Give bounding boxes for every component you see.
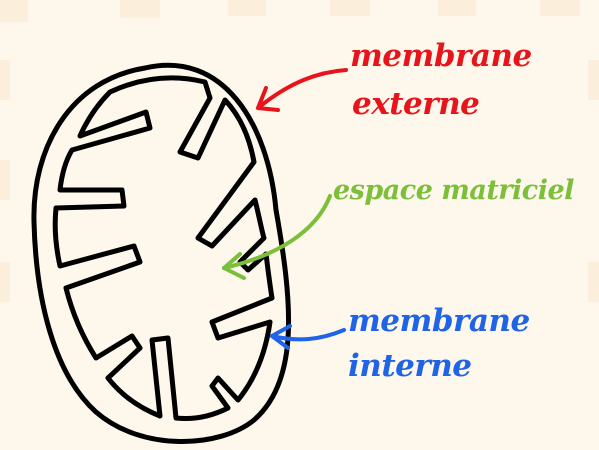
- outer-membrane-label-line1: membrane: [350, 40, 532, 73]
- outer-membrane-arrow: [258, 70, 346, 110]
- inner-membrane-label-line2: interne: [348, 350, 471, 383]
- inner-membrane-arrow: [272, 326, 344, 348]
- outer-membrane-label-line2: externe: [352, 88, 479, 121]
- inner-membrane-outline: [55, 78, 272, 419]
- matrix-space-label: espace matriciel: [333, 177, 574, 205]
- inner-membrane-label-line1: membrane: [348, 305, 530, 338]
